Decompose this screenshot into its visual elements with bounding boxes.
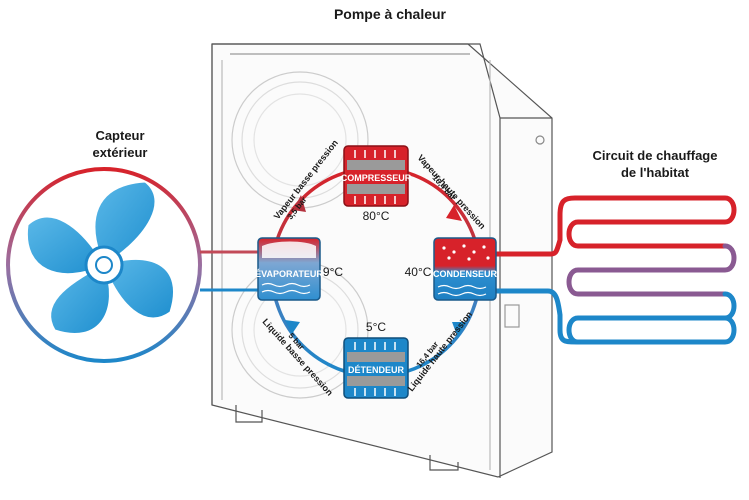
outdoor-unit	[211, 43, 553, 478]
outdoor-collector-line2: extérieur	[92, 145, 148, 160]
temp-evaporator: 9°C	[323, 265, 343, 279]
fan-blade-4	[26, 216, 105, 275]
condenser-block: CONDENSEUR	[433, 237, 498, 301]
temp-expansion-valve: 5°C	[366, 320, 386, 334]
evaporator-label: ÉVAPORATEUR	[255, 269, 323, 279]
heating-circuit	[492, 195, 737, 345]
heating-circuit-line2: de l'habitat	[620, 165, 690, 180]
outdoor-fan	[6, 167, 202, 363]
evaporator-block: ÉVAPORATEUR	[255, 237, 323, 301]
fan-blade-1	[94, 181, 156, 266]
expansion-valve-label: DÉTENDEUR	[348, 365, 405, 375]
fan-blade-2	[103, 258, 175, 319]
heating-circuit-line1: Circuit de chauffage	[592, 148, 718, 163]
temp-condenser: 40°C	[405, 265, 432, 279]
expansion-valve-block: DÉTENDEUR	[343, 337, 409, 399]
compressor-label: COMPRESSEUR	[341, 173, 412, 183]
diagram-title: Pompe à chaleur	[333, 6, 447, 22]
compressor-block: COMPRESSEUR	[341, 145, 412, 207]
outdoor-collector-line1: Capteur	[95, 128, 145, 143]
condenser-label: CONDENSEUR	[433, 269, 498, 279]
outdoor-collector-label: Capteur extérieur	[70, 127, 170, 161]
temp-compressor: 80°C	[363, 209, 390, 223]
collector-pipes	[200, 250, 260, 292]
heating-circuit-label: Circuit de chauffage de l'habitat	[560, 147, 749, 181]
circuit-arrows	[285, 195, 466, 338]
